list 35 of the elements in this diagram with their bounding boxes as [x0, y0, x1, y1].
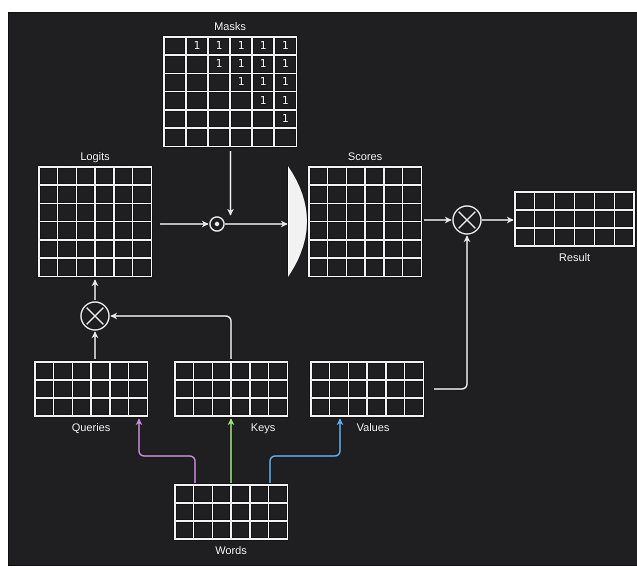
matrix-label: Logits — [80, 150, 110, 164]
mask-value: 1 — [238, 58, 244, 70]
mask-value: 1 — [238, 76, 244, 88]
arrow — [136, 418, 196, 483]
matrix-label: Queries — [72, 421, 110, 435]
arrow — [225, 220, 288, 228]
matrix-label: Values — [356, 421, 390, 435]
arrow — [92, 279, 98, 300]
matrix-label: Masks — [214, 20, 246, 34]
mask-value: 1 — [282, 58, 289, 70]
mask-value: 1 — [216, 40, 222, 52]
mask-value: 1 — [260, 94, 266, 107]
mask-value: 1 — [282, 112, 289, 125]
arrow — [434, 235, 470, 390]
matrix-label: Words — [215, 544, 247, 558]
mask-value: 1 — [260, 76, 266, 88]
mask-value: 1 — [260, 58, 266, 70]
mask-value: 1 — [282, 40, 289, 52]
matrix-label: Result — [558, 251, 590, 265]
mask-value: 1 — [216, 58, 222, 70]
arrow — [92, 331, 98, 359]
matrix-label: Keys — [250, 421, 276, 435]
arrow — [269, 418, 344, 483]
arrow — [482, 216, 514, 224]
matrix-label: Scores — [348, 150, 382, 164]
mask-value: 1 — [282, 76, 289, 88]
mask-value: 1 — [238, 40, 244, 52]
mask-value: 1 — [260, 40, 266, 52]
mask-value: 1 — [194, 40, 200, 52]
arrow — [228, 418, 234, 483]
arrow — [424, 216, 452, 224]
arrow — [160, 220, 209, 228]
arrow — [227, 151, 234, 216]
arrow — [110, 312, 232, 359]
mask-value: 1 — [282, 94, 289, 107]
